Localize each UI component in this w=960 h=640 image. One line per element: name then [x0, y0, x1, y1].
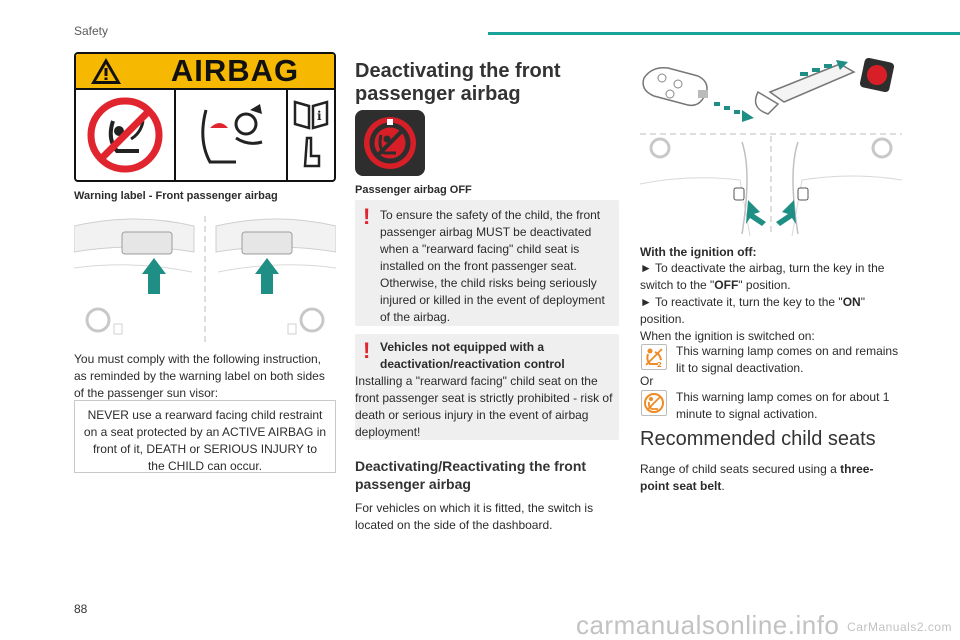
airbag-label-pictograms: i: [76, 90, 334, 180]
bullet-deactivate: ► To deactivate the airbag, turn the key…: [640, 261, 885, 292]
airbag-warning-label: AIRBAG i: [74, 52, 336, 182]
or-text: Or: [640, 374, 654, 388]
airbag-label-banner: AIRBAG: [76, 54, 334, 90]
svg-text:2: 2: [657, 361, 662, 368]
alert2-title: Vehicles not equipped with a deactivatio…: [380, 340, 565, 371]
airbag-on-lamp-icon: [641, 390, 667, 416]
label-caption: Warning label - Front passenger airbag: [74, 190, 278, 202]
bullet-reactivate: ► To reactivate it, turn the key to the …: [640, 295, 865, 326]
notice-text: NEVER use a rearward facing child restra…: [83, 408, 327, 473]
airbag-deploy-icon: [176, 90, 288, 180]
lamp1-text: This warning lamp comes on and remains l…: [676, 344, 899, 375]
ignition-on-text: When the ignition is switched on:: [640, 329, 815, 343]
warning-triangle-icon: [76, 56, 136, 86]
page-number: 88: [74, 602, 88, 616]
switch-location-text: For vehicles on which it is fitted, the …: [355, 501, 594, 532]
alert2-body: Installing a "rearward facing" child sea…: [355, 374, 613, 439]
recommended-seats-title: Recommended child seats: [640, 428, 876, 450]
watermark: carmanualsonline.info CarManuals2.com: [576, 610, 952, 640]
section-label: Safety: [74, 24, 109, 38]
manual-book-icon: i: [288, 90, 334, 180]
instruction-text: You must comply with the following instr…: [74, 352, 325, 400]
exclamation-icon: !: [363, 204, 371, 229]
lamp2-text: This warning lamp comes on for about 1 m…: [676, 390, 890, 421]
passenger-airbag-off-icon: [355, 110, 425, 176]
section-title: Deactivating the front passenger airbag: [355, 60, 561, 105]
icon-caption: Passenger airbag OFF: [355, 184, 472, 196]
alert-box-child-safety: ! To ensure the safety of the child, the…: [355, 200, 619, 326]
alert-box-no-control: ! Vehicles not equipped with a deactivat…: [355, 334, 619, 440]
ignition-off-heading: With the ignition off:: [640, 245, 757, 259]
notice-box: NEVER use a rearward facing child restra…: [74, 400, 336, 473]
exclamation-icon: !: [363, 338, 371, 363]
key-switch-illustration: [639, 52, 903, 237]
subtitle: Deactivating/Reactivating the front pass…: [355, 458, 587, 492]
airbag-off-lamp-icon: 2: [641, 344, 667, 370]
watermark-small: CarManuals2.com: [847, 620, 952, 635]
range-text: Range of child seats secured using a thr…: [640, 462, 874, 493]
no-child-seat-icon: [76, 90, 176, 180]
header-rule: [488, 32, 960, 35]
sun-visor-illustration: [73, 212, 337, 346]
alert1-text: To ensure the safety of the child, the f…: [380, 208, 605, 324]
airbag-label-word: AIRBAG: [170, 53, 300, 88]
watermark-text: carmanualsonline.info: [575, 610, 840, 640]
svg-text:i: i: [317, 109, 322, 123]
